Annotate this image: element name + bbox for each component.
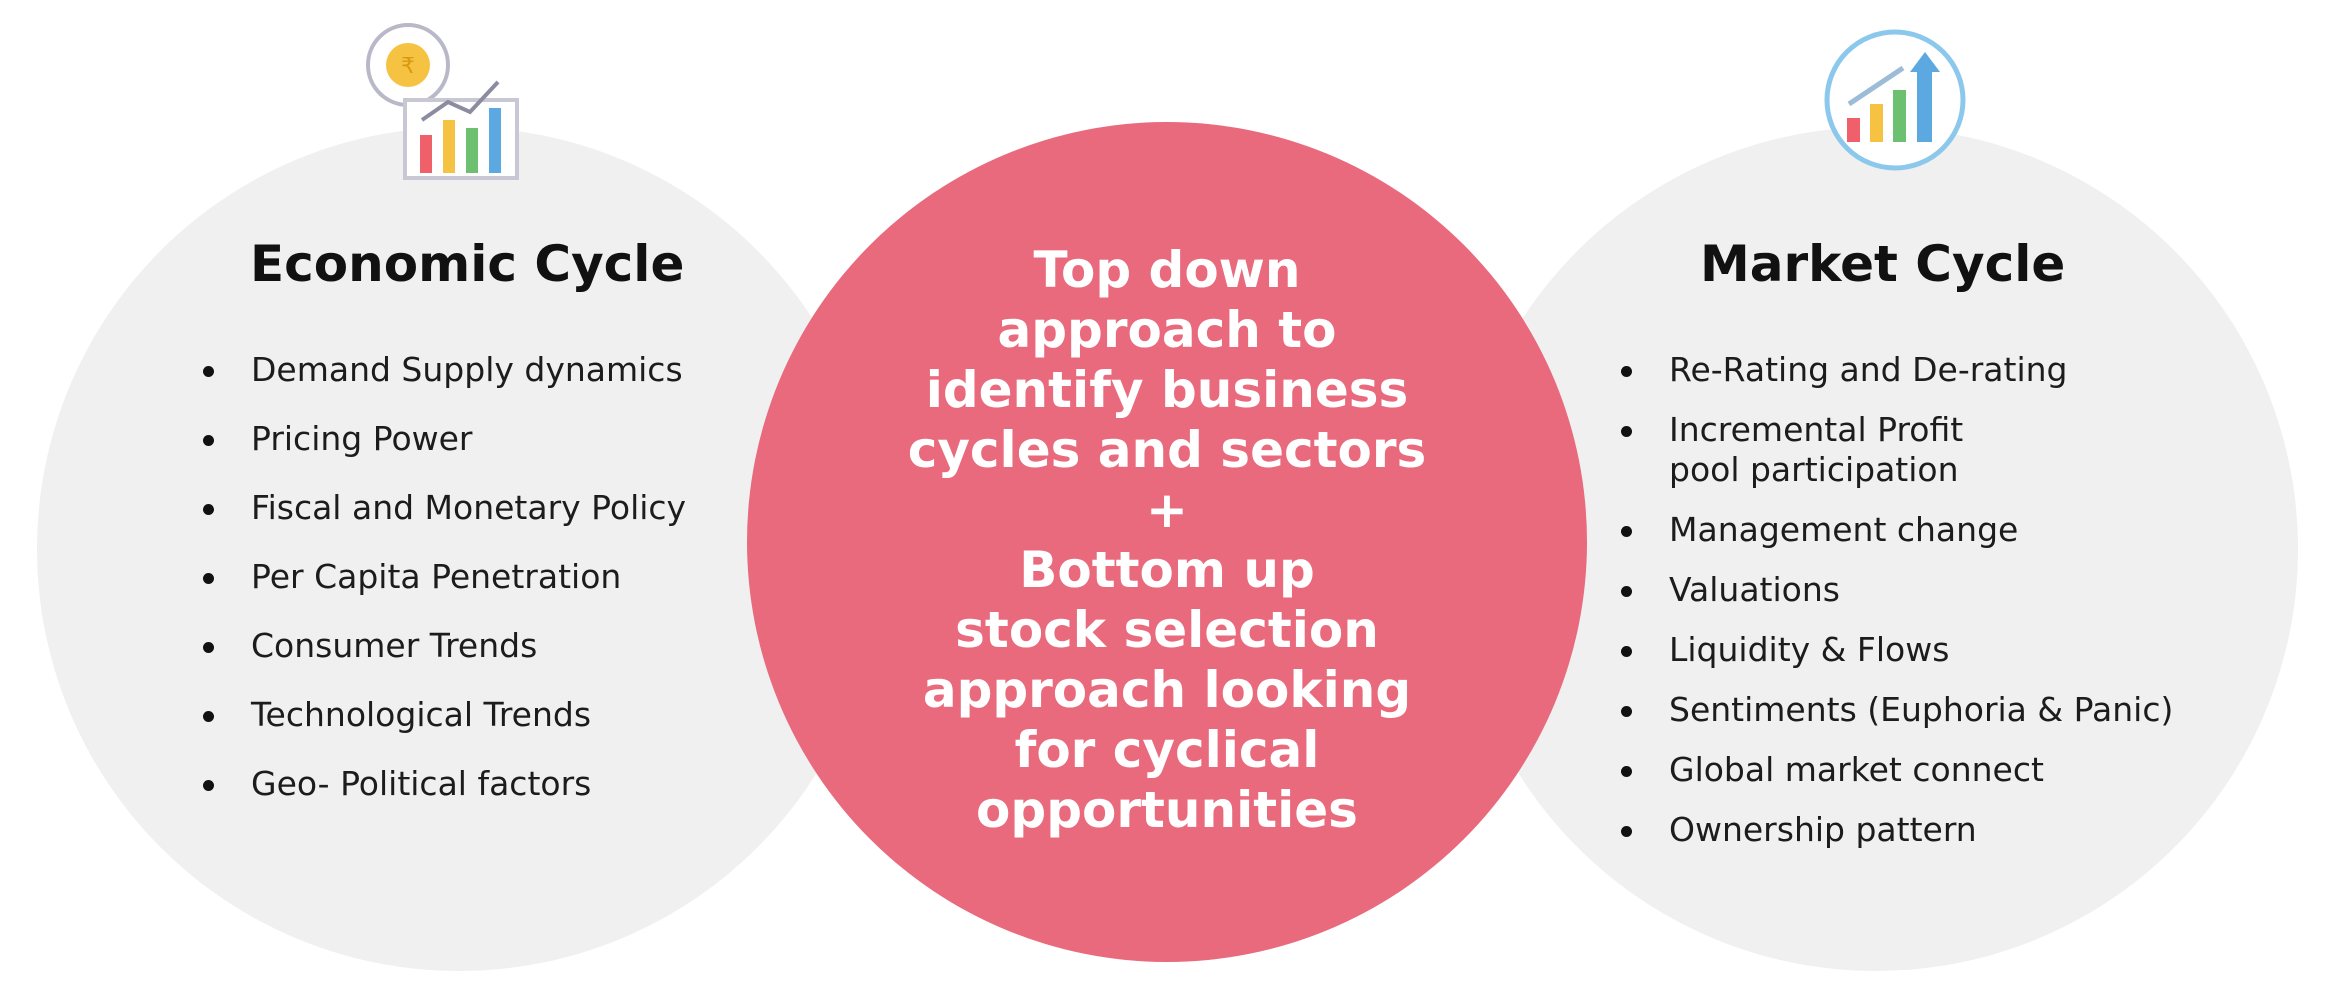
list-item: Per Capita Penetration: [199, 557, 686, 597]
approach-line: for cyclical: [1014, 721, 1320, 779]
list-item: Geo- Political factors: [199, 764, 686, 804]
approach-line: approach to: [997, 301, 1337, 359]
list-item: Consumer Trends: [199, 626, 686, 666]
list-item: Ownership pattern: [1617, 810, 2173, 850]
list-item-line: Incremental Profit: [1669, 410, 1964, 449]
approach-circle: [747, 122, 1587, 962]
approach-line: Bottom up: [1019, 541, 1315, 599]
approach-plus: +: [1146, 481, 1188, 539]
list-item: Incremental Profit pool participation: [1617, 410, 2173, 490]
approach-line: cycles and sectors: [907, 421, 1427, 479]
svg-text:₹: ₹: [401, 54, 415, 79]
list-item: Fiscal and Monetary Policy: [199, 488, 686, 528]
market-cycle-circle: [1454, 127, 2298, 971]
list-item: Demand Supply dynamics: [199, 350, 686, 390]
economic-cycle-title: Economic Cycle: [250, 235, 685, 293]
approach-line: stock selection: [955, 601, 1379, 659]
list-item: Technological Trends: [199, 695, 686, 735]
economy-chart-icon: ₹: [366, 23, 519, 180]
list-item: Liquidity & Flows: [1617, 630, 2173, 670]
list-item: Management change: [1617, 510, 2173, 550]
list-item-line: pool participation: [1669, 450, 1959, 489]
list-item: Pricing Power: [199, 419, 686, 459]
market-growth-icon: [1824, 29, 1966, 171]
list-item: Re-Rating and De-rating: [1617, 350, 2173, 390]
approach-text: Top down approach to identify business c…: [867, 240, 1467, 840]
approach-line: approach looking: [922, 661, 1412, 719]
market-cycle-list: Re-Rating and De-rating Incremental Prof…: [1617, 350, 2173, 870]
market-cycle-title: Market Cycle: [1700, 235, 2066, 293]
list-item: Valuations: [1617, 570, 2173, 610]
approach-line: opportunities: [976, 781, 1358, 839]
approach-line: Top down: [1033, 241, 1301, 299]
approach-line: identify business: [925, 361, 1409, 419]
economic-cycle-list: Demand Supply dynamics Pricing Power Fis…: [199, 350, 686, 833]
list-item: Global market connect: [1617, 750, 2173, 790]
economic-cycle-circle: [37, 127, 881, 971]
list-item: Sentiments (Euphoria & Panic): [1617, 690, 2173, 730]
